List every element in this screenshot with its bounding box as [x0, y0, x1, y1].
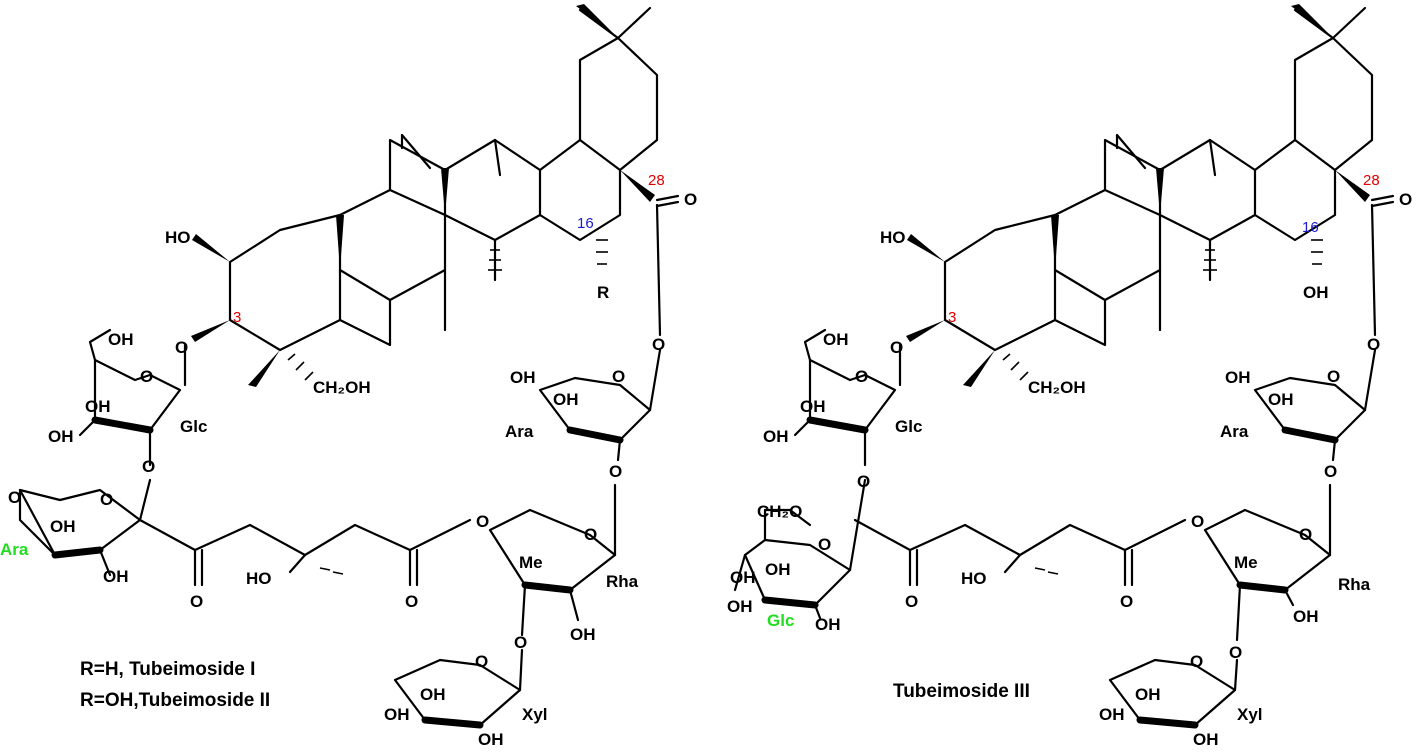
label-rha-oh: OH: [1293, 607, 1319, 626]
label-ara-ring-o: O: [100, 490, 113, 509]
label-ch2o: CH₂O: [757, 502, 802, 521]
label-ch2oh: CH₂OH: [313, 378, 371, 397]
label-ho-linker: HO: [246, 569, 272, 588]
label-me: Me: [1234, 553, 1258, 572]
label-ketone-o1: O: [190, 592, 203, 611]
label-glc: Glc: [180, 417, 207, 436]
label-glc2-ring-o: O: [818, 535, 831, 554]
label-glc2-oh4: OH: [730, 568, 756, 587]
label-ara-o: O: [8, 488, 21, 507]
label-glc2-oh3: OH: [765, 560, 791, 579]
label-rha-ring-o: O: [1299, 525, 1312, 544]
label-xyl-oh3: OH: [1135, 685, 1161, 704]
label-ara-right: Ara: [1220, 422, 1249, 441]
label-carbonyl-o: O: [684, 190, 697, 209]
label-xyl-oh4: OH: [1099, 705, 1125, 724]
label-glc-o2: O: [857, 472, 870, 491]
label-xyl-link-o: O: [1229, 643, 1242, 662]
label-rha-link-o: O: [476, 512, 489, 531]
label-ara2-o: O: [609, 462, 622, 481]
position-28: 28: [1363, 172, 1380, 189]
label-ester-o: O: [652, 335, 665, 354]
position-3: 3: [948, 309, 956, 326]
label-xyl: Xyl: [1237, 705, 1263, 724]
label-carbonyl-o: O: [1399, 190, 1412, 209]
label-glc-oh6: OH: [108, 330, 134, 349]
label-ara-oh2: OH: [50, 517, 76, 536]
label-xyl-ring-o: O: [1190, 652, 1203, 671]
caption-tubeimoside-1: R=H, Tubeimoside I: [80, 659, 255, 680]
label-ara2-o: O: [1324, 462, 1337, 481]
label-rha-oh: OH: [570, 625, 596, 644]
label-r: R: [597, 283, 609, 302]
label-xyl: Xyl: [522, 705, 548, 724]
structure-left: HO 3 16 28 O R O O CH₂OH OH O OH OH Glc …: [0, 4, 697, 749]
label-glc-ring-o: O: [140, 367, 153, 386]
caption-tubeimoside-3: Tubeimoside III: [893, 681, 1030, 702]
label-glc-ring-o: O: [855, 367, 868, 386]
label-glc-oh4: OH: [763, 427, 789, 446]
label-glc2-oh: OH: [727, 597, 753, 616]
label-ho-linker: HO: [961, 569, 987, 588]
label-ara2-oh3: OH: [1268, 390, 1294, 409]
label-xyl-ring-o: O: [475, 652, 488, 671]
label-glc-oh4: OH: [48, 427, 74, 446]
label-ester-o: O: [1367, 335, 1380, 354]
label-rha: Rha: [606, 572, 639, 591]
label-ara-green: Ara: [0, 540, 29, 559]
label-ara-right: Ara: [505, 422, 534, 441]
label-ketone-o2: O: [405, 592, 418, 611]
label-ketone-o2: O: [1120, 592, 1133, 611]
label-glc: Glc: [895, 417, 922, 436]
label-glc-o2: O: [142, 457, 155, 476]
label-glycosidic-o: O: [175, 338, 188, 357]
label-rha: Rha: [1338, 575, 1371, 594]
label-glc-oh3: OH: [85, 397, 111, 416]
label-me: Me: [519, 553, 543, 572]
label-rha-link-o: O: [1191, 512, 1204, 531]
label-ara2-ring-o: O: [612, 367, 625, 386]
caption-tubeimoside-2: R=OH,Tubeimoside II: [80, 690, 270, 711]
label-glc2-oh2: OH: [815, 615, 841, 634]
label-xyl-oh2: OH: [1193, 730, 1219, 749]
label-ara2-oh4: OH: [1225, 368, 1251, 387]
label-ara2-oh3: OH: [553, 390, 579, 409]
label-ch2oh: CH₂OH: [1028, 378, 1086, 397]
label-rha-ring-o: O: [584, 525, 597, 544]
label-xyl-oh3: OH: [420, 685, 446, 704]
label-ketone-o1: O: [905, 592, 918, 611]
position-3: 3: [233, 309, 241, 326]
label-oh16: OH: [1303, 283, 1329, 302]
label-ara-oh3: OH: [103, 567, 129, 586]
position-28: 28: [648, 172, 665, 189]
label-ara2-oh4: OH: [510, 368, 536, 387]
label-ho-c2: HO: [165, 228, 191, 247]
label-glycosidic-o: O: [890, 338, 903, 357]
structure-right: HO 3 16 28 O OH O O CH₂OH OH O OH OH Glc…: [727, 4, 1412, 749]
label-glc-green: Glc: [767, 611, 794, 630]
label-ho-c2: HO: [880, 228, 906, 247]
label-glc-oh6: OH: [823, 330, 849, 349]
label-xyl-oh2: OH: [478, 730, 504, 749]
label-xyl-oh4: OH: [384, 705, 410, 724]
label-ara2-ring-o: O: [1327, 367, 1340, 386]
label-glc-oh3: OH: [800, 397, 826, 416]
position-16: 16: [577, 215, 594, 232]
position-16: 16: [1302, 219, 1319, 236]
label-xyl-link-o: O: [514, 633, 527, 652]
